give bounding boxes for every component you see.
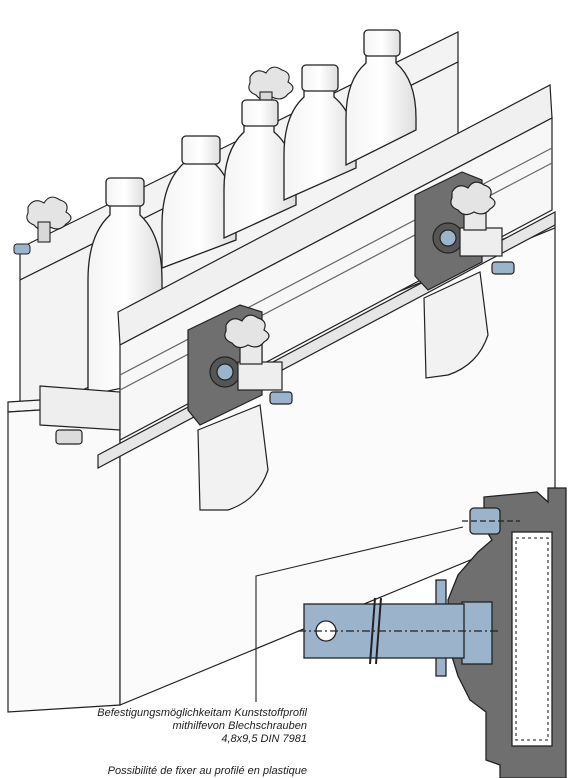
bottle-2 (161, 135, 237, 269)
bottle-3 (223, 99, 297, 240)
caption-de-line2: mithilfevon Blechschrauben (172, 720, 307, 732)
caption-fr-line1: Possibilité de fixer au profilé en plast… (107, 765, 307, 777)
detail-leader-line (255, 526, 464, 702)
back-star-knob-left (26, 196, 72, 243)
bottle-5 (345, 29, 417, 167)
back-pin-left (13, 243, 31, 255)
bottles (87, 29, 417, 396)
caption-de-line3: 4,8x9,5 DIN 7981 (221, 733, 307, 745)
bracket-front (187, 304, 293, 511)
cross-section-detail (298, 487, 567, 778)
caption-de-line1: Befestigungsmöglichkeitam Kunststoffprof… (97, 707, 307, 719)
bracket-rear (414, 171, 515, 379)
